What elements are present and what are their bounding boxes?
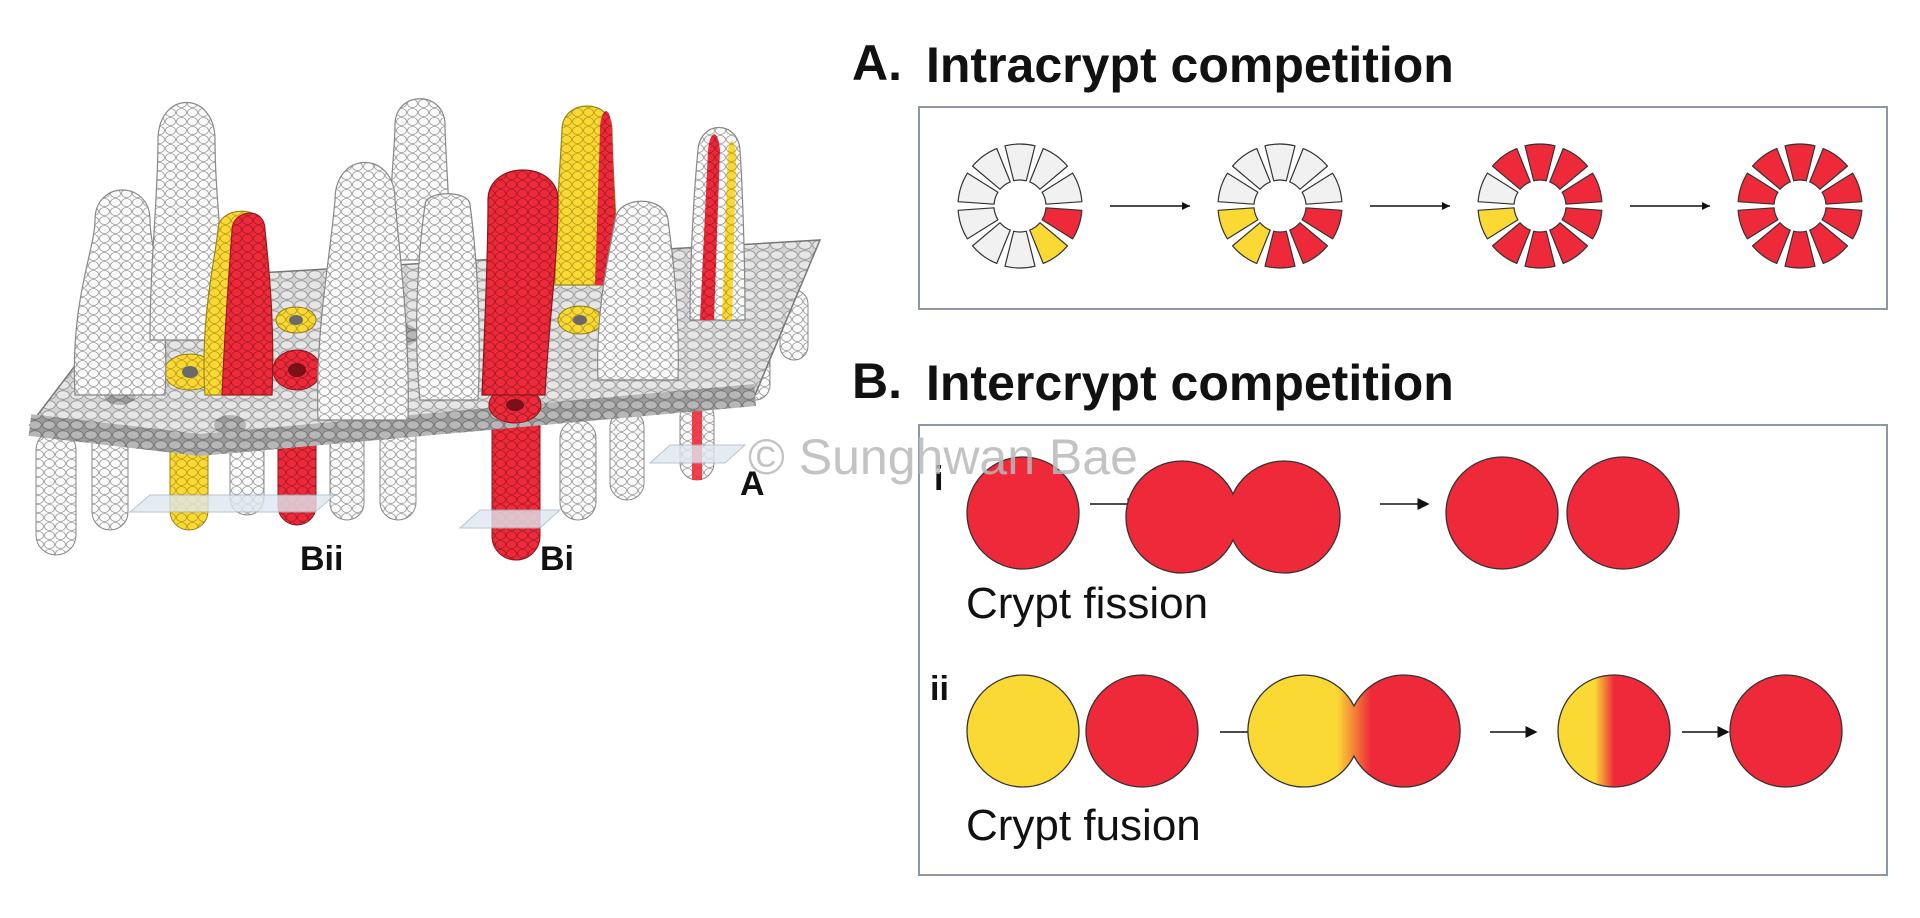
villi-layer [73, 98, 746, 421]
crypt-ring-stage-3 [1477, 143, 1603, 269]
stem-cell-red [1809, 147, 1849, 190]
crypt-fissioning [1125, 460, 1341, 574]
stem-cell-white [957, 172, 999, 205]
crypt-circle-yellow [966, 674, 1080, 788]
fission-numeral: i [934, 460, 943, 498]
crypt-ring-stage-4 [1737, 143, 1863, 269]
arrow-head [1182, 202, 1190, 210]
section-label-bii: Bii [300, 540, 343, 578]
panel-a-title: Intracrypt competition [926, 37, 1454, 93]
stem-cell-white [1301, 172, 1343, 205]
stem-cell-red [1737, 172, 1779, 205]
fusion-numeral: ii [930, 670, 949, 708]
stem-cell-white [1217, 172, 1259, 205]
crypt-circle [1445, 456, 1559, 570]
crypt-villus-illustration: Bii Bi A [28, 98, 822, 578]
stem-cell-red [1784, 230, 1816, 269]
stem-cell-red [1821, 172, 1863, 205]
panel-b-letter: B. [852, 353, 902, 409]
villus [416, 193, 480, 401]
crypt [609, 409, 645, 501]
stem-cell-red [1821, 207, 1863, 240]
section-planes [128, 444, 747, 529]
stem-cell-red [1549, 222, 1589, 265]
stem-cell-white [1477, 172, 1519, 205]
crypt-ring-stage-1 [957, 143, 1083, 269]
stem-cell-yellow [1477, 207, 1519, 240]
panel-b-title: Intercrypt competition [926, 355, 1454, 411]
fusion-caption: Crypt fusion [966, 801, 1201, 850]
stem-cell-red [1524, 143, 1556, 182]
panel-b-box [918, 424, 1888, 876]
crypt-circle [1566, 456, 1680, 570]
crypt-circle [966, 456, 1080, 570]
stem-cell-red [1784, 143, 1816, 182]
stem-cell-red [1264, 230, 1296, 269]
stem-cell-red [1289, 222, 1329, 265]
stem-cell-red [1549, 147, 1589, 190]
stem-cell-red [1561, 172, 1603, 205]
stem-cell-red [1751, 147, 1791, 190]
villus [317, 162, 409, 421]
arrow-head [1442, 202, 1450, 210]
stem-cell-red [1561, 207, 1603, 240]
stem-cell-white [971, 147, 1011, 190]
stem-cell-red [1809, 222, 1849, 265]
crypt [559, 419, 597, 521]
stem-cell-yellow [1217, 207, 1259, 240]
stem-cell-white [1231, 147, 1271, 190]
panel-a-box [918, 106, 1888, 310]
villus-red [481, 169, 559, 396]
crypt [35, 429, 77, 556]
stem-cell-red [1737, 207, 1779, 240]
fission-caption: Crypt fission [966, 579, 1208, 628]
stem-cell-white [1041, 172, 1083, 205]
stem-cell-white [1289, 147, 1329, 190]
arrow-head [1702, 202, 1710, 210]
watermark: © Sunghwan Bae [748, 429, 1138, 485]
stem-cell-red [1491, 222, 1531, 265]
stem-cell-white [1029, 147, 1069, 190]
stem-cell-white [971, 222, 1011, 265]
crypt-circle-merged [1557, 674, 1671, 788]
stem-cell-red [1041, 207, 1083, 240]
stem-cell-red [1751, 222, 1791, 265]
villus [597, 200, 679, 381]
crypt-ring-stage-2 [1217, 143, 1343, 269]
stem-cell-yellow [1029, 222, 1069, 265]
stem-cell-white [957, 207, 999, 240]
section-label-bi: Bi [540, 540, 574, 578]
stem-cell-white [1264, 143, 1296, 182]
crypt-circle-red [1085, 674, 1199, 788]
crypt-fusing [1247, 674, 1461, 788]
crypt-circle-red [1729, 674, 1843, 788]
panel-a-letter: A. [852, 35, 902, 91]
stem-cell-red [1301, 207, 1343, 240]
mucosal-edge [28, 384, 756, 457]
stem-cell-white [1004, 143, 1036, 182]
intracrypt-diagram [957, 143, 1863, 269]
stem-cell-white [1004, 230, 1036, 269]
stem-cell-red [1491, 147, 1531, 190]
stem-cell-yellow [1231, 222, 1271, 265]
intercrypt-diagram: i Crypt fission ii Crypt fusion [930, 456, 1843, 850]
section-label-a: A [740, 465, 765, 503]
stem-cell-red [1524, 230, 1556, 269]
